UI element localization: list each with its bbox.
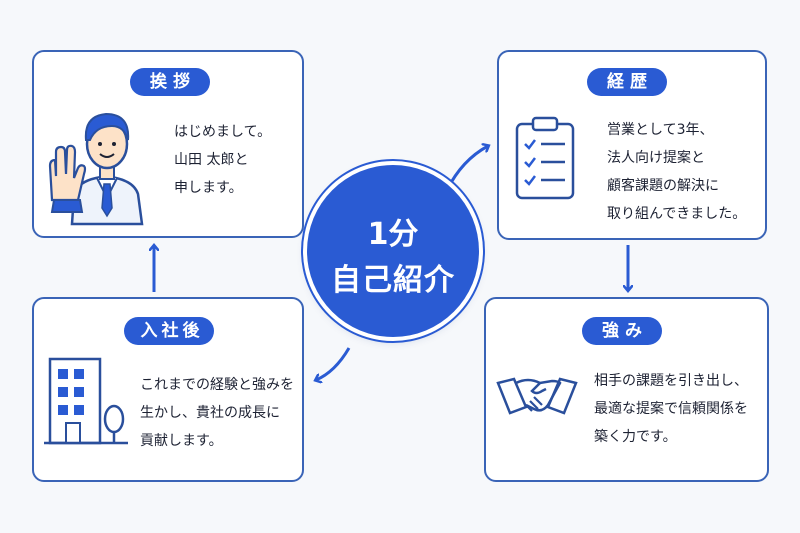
office-building-icon xyxy=(44,357,128,445)
career-line-3: 顧客課題の解決に xyxy=(607,178,719,194)
handshake-icon xyxy=(496,377,578,415)
greeting-line-3: 申します。 xyxy=(174,180,243,196)
arrow-center-to-career xyxy=(445,146,488,191)
greeting-card: 挨拶 はじめまして。 山田 太郎と 申します。 xyxy=(32,50,304,238)
joining-title: 入社後 xyxy=(124,317,214,345)
joining-line-1: これまでの経験と強みを xyxy=(140,377,294,393)
greeting-line-1: はじめまして。 xyxy=(174,124,272,140)
career-line-1: 営業として3年、 xyxy=(607,122,714,138)
greeting-text: はじめまして。 山田 太郎と 申します。 xyxy=(174,118,271,202)
joining-line-3: 貢献します。 xyxy=(140,433,223,449)
businessman-waving-icon xyxy=(48,112,144,226)
strength-line-1: 相手の課題を引き出し、 xyxy=(594,373,748,389)
strength-line-2: 最適な提案で信頼関係を xyxy=(594,401,748,417)
joining-card: 入社後 これまでの経験と強みを 生かし、貴社の成長に 貢献します。 xyxy=(32,297,304,482)
arrow-center-to-joining xyxy=(316,347,351,380)
career-title: 経歴 xyxy=(587,68,667,96)
career-line-2: 法人向け提案と xyxy=(607,150,705,166)
strength-text: 相手の課題を引き出し、 最適な提案で信頼関係を 築く力です。 xyxy=(594,367,748,451)
career-card: 経歴 営業として3年、 法人向け提案と 顧客課題の解決に 取り組んできました。 xyxy=(497,50,767,240)
center-title-line-1: 1分 xyxy=(367,217,419,252)
strength-card: 強み 相手の課題を引き出し、 最適な提案で信頼関係を 築く力です。 xyxy=(484,297,769,482)
center-title-line-2: 自己紹介 xyxy=(331,263,455,298)
career-text: 営業として3年、 法人向け提案と 顧客課題の解決に 取り組んできました。 xyxy=(607,116,746,228)
greeting-title: 挨拶 xyxy=(130,68,210,96)
strength-title: 強み xyxy=(582,317,662,345)
strength-line-3: 築く力です。 xyxy=(594,429,677,445)
joining-text: これまでの経験と強みを 生かし、貴社の成長に 貢献します。 xyxy=(140,371,294,455)
career-line-4: 取り組んできました。 xyxy=(607,206,747,222)
clipboard-checklist-icon xyxy=(515,116,575,200)
greeting-line-2: 山田 太郎と xyxy=(174,152,249,168)
joining-line-2: 生かし、貴社の成長に xyxy=(140,405,280,421)
center-title-circle: 1分 自己紹介 xyxy=(307,165,479,337)
